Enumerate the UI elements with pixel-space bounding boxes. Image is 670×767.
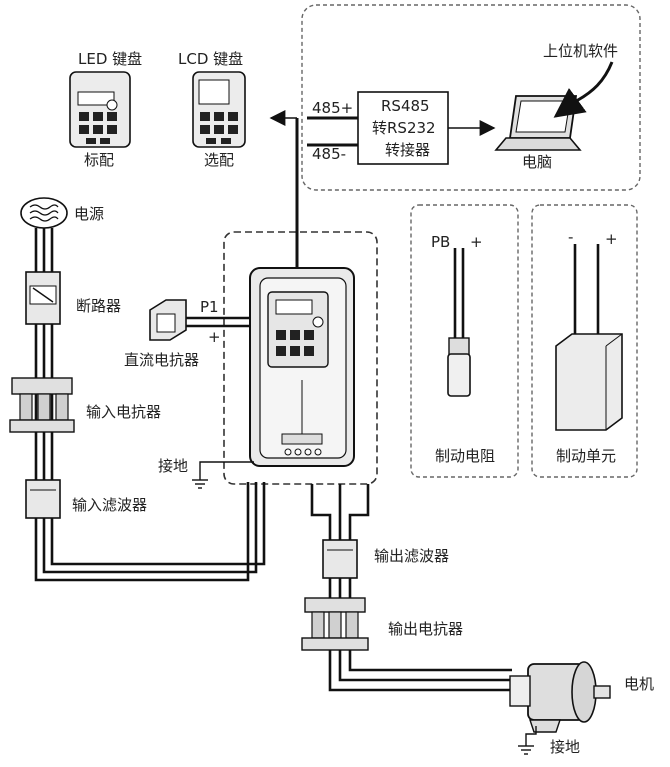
motor (509, 661, 611, 733)
output-filter-label: 输出滤波器 (374, 547, 450, 565)
converter-line3: 转接器 (385, 141, 431, 159)
power-source-icon (20, 197, 68, 229)
motor-ground-symbol (518, 726, 537, 755)
output-filter (322, 539, 358, 579)
braking-unit-group-box (531, 204, 638, 478)
p1-label: P1 (200, 298, 219, 316)
input-reactor-label: 输入电抗器 (86, 403, 162, 421)
output-wiring (310, 484, 512, 692)
optional-label: 选配 (204, 151, 235, 169)
laptop-computer (494, 95, 582, 151)
inverter-ground-symbol (192, 461, 254, 489)
led-keypad-label: LED 键盘 (78, 50, 143, 68)
braking-unit-label: 制动单元 (556, 447, 617, 465)
host-software-label: 上位机软件 (543, 42, 619, 60)
breaker-label: 断路器 (76, 297, 122, 315)
output-reactor-label: 输出电抗器 (388, 620, 464, 638)
dc-reactor-label: 直流电抗器 (124, 351, 200, 369)
port-485-plus-label: 485+ (312, 99, 354, 117)
dc-reactor (149, 299, 187, 341)
dc-plus-label: + (208, 328, 221, 346)
braking-resistor-group-box (410, 204, 519, 478)
software-pointer (553, 61, 614, 118)
lcd-keypad (192, 71, 246, 148)
computer-label: 电脑 (522, 153, 553, 171)
braking-resistor-device (447, 337, 471, 397)
lcd-keypad-label: LCD 键盘 (178, 50, 244, 68)
inverter-drive (249, 267, 355, 467)
braking-unit-device (555, 333, 623, 431)
power-label: 电源 (74, 205, 105, 223)
pb-label: PB (431, 233, 451, 251)
input-filter-label: 输入滤波器 (72, 496, 148, 514)
inverter-group-box (223, 231, 378, 485)
converter-line1: RS485 (381, 97, 430, 115)
circuit-breaker (25, 271, 61, 325)
communication-group-box (301, 4, 641, 191)
ground-2-label: 接地 (550, 738, 581, 756)
bu-minus-label: - (568, 228, 574, 246)
rs485-converter-box (357, 91, 449, 165)
output-reactor (301, 597, 369, 651)
motor-label: 电机 (624, 675, 655, 693)
converter-line2: 转RS232 (372, 119, 436, 137)
input-reactor (9, 377, 75, 433)
braking-resistor-label: 制动电阻 (435, 447, 496, 465)
led-keypad (69, 71, 131, 148)
input-filter (25, 479, 61, 519)
pb-plus-label: + (470, 233, 483, 251)
bu-plus-label: + (605, 230, 618, 248)
ground-1-label: 接地 (158, 457, 189, 475)
port-485-minus-label: 485- (312, 145, 347, 163)
standard-label: 标配 (84, 151, 115, 169)
